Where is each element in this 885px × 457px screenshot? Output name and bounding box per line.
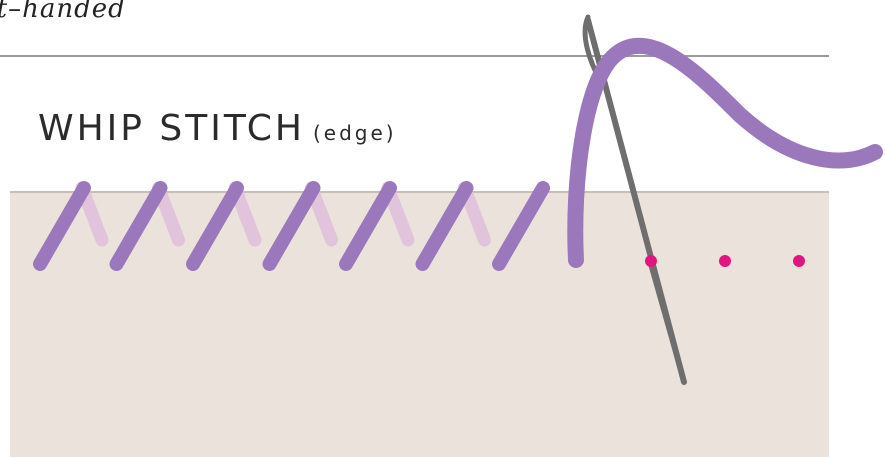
front-stitches [33,181,550,271]
front-stitch [415,181,474,271]
fabric-panel [10,192,829,457]
needle-tip [647,259,687,385]
front-stitch [186,181,244,271]
stitch-note: (edge) [312,121,397,145]
marker-dot [719,255,731,267]
insertion-markers [645,255,805,267]
marker-dot [645,255,657,267]
front-stitch [33,181,91,271]
front-stitch [109,181,168,271]
marker-dot [793,255,805,267]
working-thread [567,37,883,268]
front-stitch [339,181,397,271]
diagram-title: WHIP STITCH (edge) [38,108,397,149]
handedness-label: ft–handed [0,0,126,24]
front-stitch [262,181,321,271]
front-stitch [492,181,550,271]
stitch-name: WHIP STITCH [38,108,305,149]
